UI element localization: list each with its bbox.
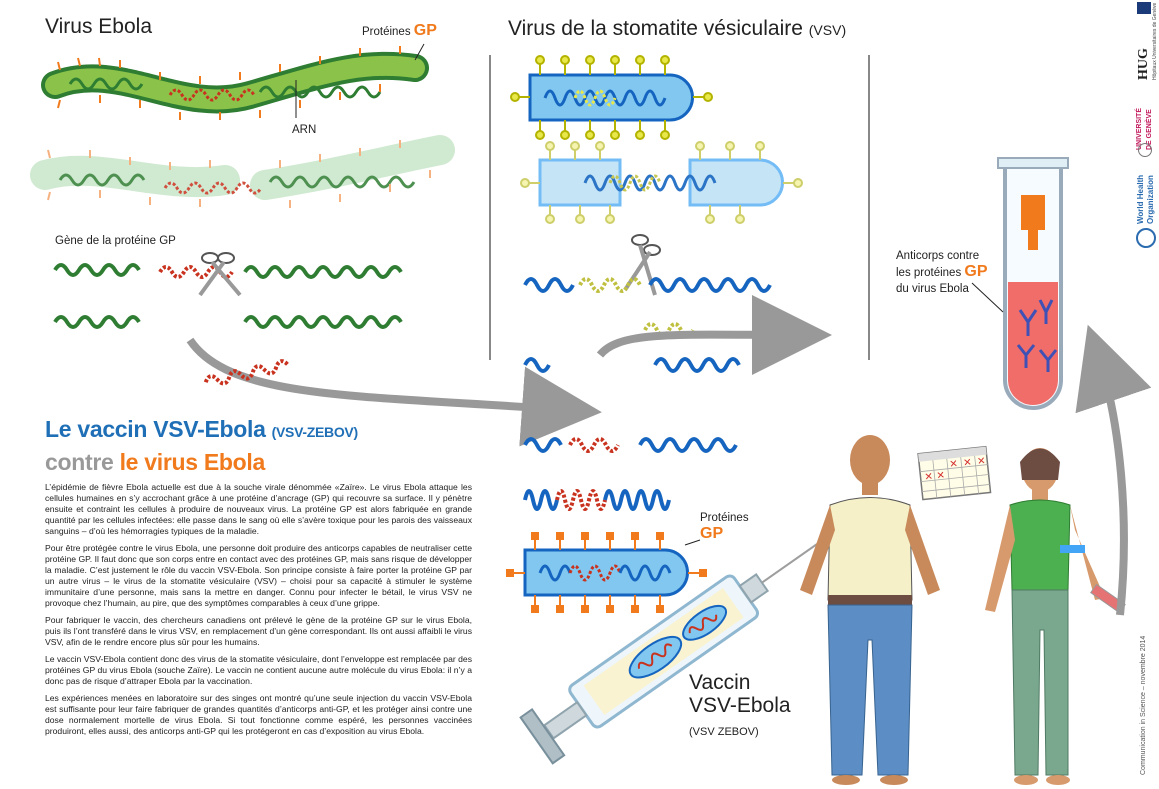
body-paragraph: L’épidémie de fièvre Ebola actuelle est … (45, 482, 472, 536)
hug-emblem-icon (1137, 2, 1151, 14)
svg-text:✕: ✕ (963, 457, 972, 469)
vaccine-label-line2: VSV-Ebola (689, 694, 791, 717)
vaccine-title: Le vaccin VSV-Ebola (VSV-ZEBOV) (45, 416, 358, 443)
ebola-virus-intact (41, 43, 429, 120)
body-paragraph: Les expériences menées en laboratoire su… (45, 693, 472, 736)
scissors-icon (198, 252, 242, 297)
vaccine-proteins-label: Protéines GP (700, 510, 749, 542)
man-figure (800, 435, 940, 785)
vaccine-title-text: Le vaccin VSV-Ebola (45, 416, 266, 442)
hug-logo-sub: Hôpitaux Universitaires de Genève (1152, 2, 1158, 80)
transfer-arrow (186, 337, 602, 447)
vsv-title-abbrev: (VSV) (808, 22, 847, 38)
vaccine-label: Vaccin VSV-Ebola (VSV ZEBOV) (689, 671, 791, 744)
ebola-gp-label: GP (413, 22, 437, 39)
antibodies-line1: Anticorps contre (896, 250, 980, 262)
ebola-proteins-label: Protéines GP (362, 22, 437, 40)
vaccine-proteins-prefix: Protéines (700, 512, 749, 524)
antibodies-label: Anticorps contre les protéines GP du vir… (896, 248, 988, 297)
body-paragraph: Pour être protégée contre le virus Ebola… (45, 543, 472, 608)
vsv-section-title: Virus de la stomatite vésiculaire (VSV) (508, 17, 846, 41)
antibodies-line3: du virus Ebola (896, 283, 969, 295)
who-logo-line2: Organization (1146, 175, 1155, 224)
body-paragraph: Pour fabriquer le vaccin, des chercheurs… (45, 615, 472, 647)
syringe-icon (519, 535, 829, 765)
discard-arrow (596, 294, 832, 375)
vsv-virus-split (520, 141, 803, 224)
blood-sample-arrow (1075, 324, 1152, 616)
divider-right (868, 55, 870, 360)
vsv-title-text: Virus de la stomatite vésiculaire (508, 17, 803, 40)
vaccine-title-small: (VSV-ZEBOV) (271, 424, 358, 440)
svg-text:✕: ✕ (924, 471, 933, 483)
vaccine-subtitle-orange: le virus Ebola (119, 449, 266, 475)
svg-text:✕: ✕ (949, 459, 958, 471)
vaccine-subtitle: contre le virus Ebola (45, 449, 265, 476)
svg-text:✕: ✕ (936, 470, 945, 482)
vaccine-proteins-gp: GP (700, 525, 724, 542)
credit: Communication in Science – novembre 2014 (1140, 635, 1147, 775)
hug-logo: HUG (1136, 48, 1151, 80)
ebola-section-title: Virus Ebola (45, 15, 153, 38)
vaccine-label-small: (VSV ZEBOV) (689, 726, 759, 738)
vaccine-subtitle-grey: contre (45, 449, 114, 475)
test-tube-icon (997, 157, 1069, 410)
who-logo-line1: World Health (1136, 174, 1145, 224)
antibodies-gp: GP (964, 263, 988, 280)
vaccine-label-line1: Vaccin (689, 671, 751, 694)
vsv-genes (523, 277, 772, 373)
vsv-virus-intact (510, 55, 713, 140)
ebola-proteins-prefix: Protéines (362, 26, 411, 38)
recombinant-genes (523, 437, 738, 511)
who-emblem-icon (1136, 228, 1156, 248)
scissors-icon-vsv (623, 234, 661, 296)
unige-seal-icon (1138, 143, 1152, 157)
vaccine-virus (506, 532, 707, 613)
antibodies-line2: les protéines (896, 267, 962, 279)
ebola-genes (53, 263, 403, 329)
body-text: L’épidémie de fièvre Ebola actuelle est … (45, 482, 472, 743)
svg-text:✕: ✕ (977, 456, 986, 468)
antibodies-pointer (971, 282, 1004, 313)
calendar-icon: ✕✕✕ ✕✕ (917, 445, 992, 501)
gene-gp-label: Gène de la protéine GP (55, 235, 176, 247)
arn-label: ARN (292, 124, 317, 136)
body-paragraph: Le vaccin VSV-Ebola contient donc des vi… (45, 654, 472, 686)
divider-left (489, 55, 491, 360)
ebola-virus-split (30, 135, 455, 208)
gp-gene-transfer (203, 359, 290, 386)
woman-figure (985, 448, 1126, 785)
